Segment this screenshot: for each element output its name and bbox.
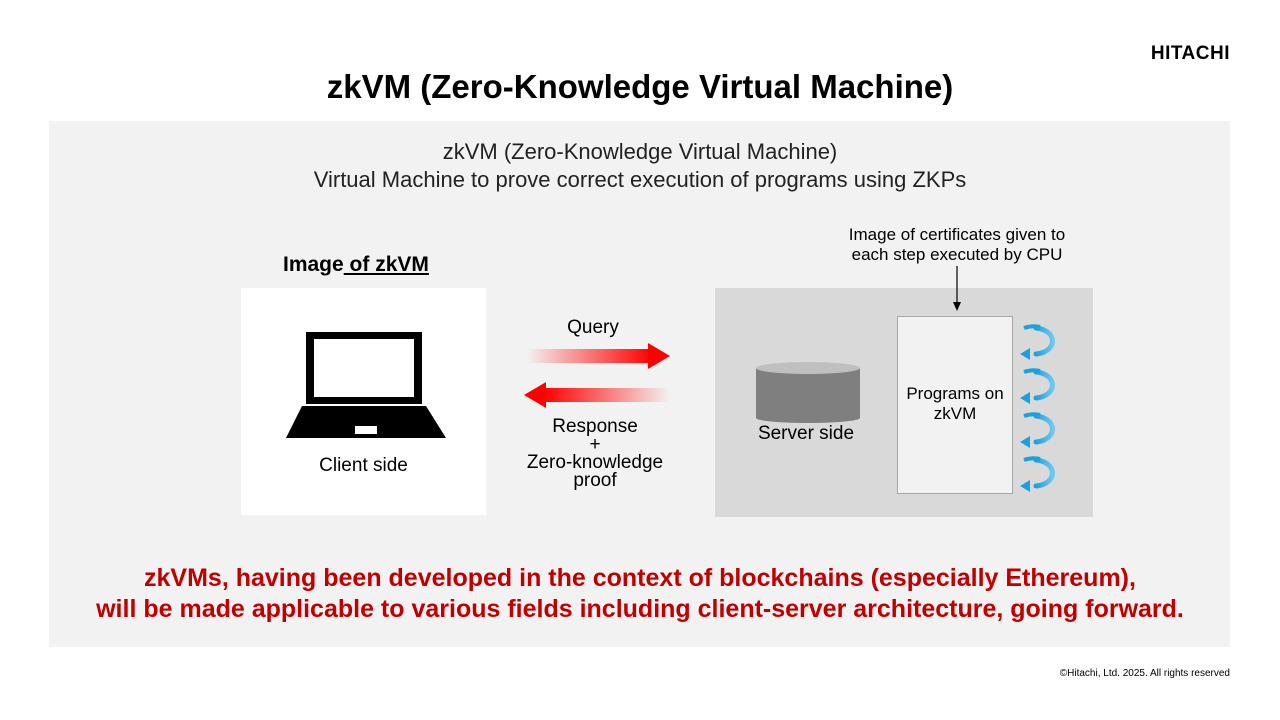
programs-box — [897, 316, 1013, 494]
loop-arrow-tails — [1023, 324, 1041, 462]
loop-arrow-icon — [1033, 325, 1055, 489]
response-line-1: Response — [552, 416, 638, 437]
response-line-4: proof — [573, 470, 617, 491]
programs-line-2: zkVM — [933, 404, 977, 423]
conclusion-line-2: will be made applicable to various field… — [96, 595, 1184, 623]
cert-pointer-arrow — [953, 266, 961, 311]
programs-label: Programs on zkVM — [897, 384, 1013, 424]
database-icon — [756, 362, 860, 423]
programs-line-1: Programs on — [906, 384, 1004, 403]
loop-arrow-heads — [1020, 348, 1030, 492]
cert-note-line-1: Image of certificates given to — [848, 225, 1066, 244]
certificate-note: Image of certificates given to each step… — [817, 225, 1097, 265]
diagram-heading: Image of zkVM — [283, 253, 429, 277]
cert-note-line-2: each step executed by CPU — [851, 245, 1063, 264]
response-arrow — [524, 382, 670, 408]
laptop-icon — [286, 332, 446, 438]
response-line-3: Zero-knowledge — [526, 452, 664, 473]
definition-line-1: zkVM (Zero-Knowledge Virtual Machine) — [442, 139, 838, 164]
conclusion-text: zkVMs, having been developed in the cont… — [0, 563, 1280, 625]
diagram-heading-part-2: of zkVM — [343, 253, 429, 276]
hitachi-logo: HITACHI — [1150, 43, 1230, 64]
response-label: Response + Zero-knowledge proof — [505, 416, 685, 491]
query-label: Query — [567, 317, 619, 338]
copyright-notice: ©Hitachi, Ltd. 2025. All rights reserved — [1059, 668, 1230, 679]
slide-title: zkVM (Zero-Knowledge Virtual Machine) — [326, 68, 954, 105]
client-side-label: Client side — [319, 455, 408, 476]
server-side-label: Server side — [757, 423, 855, 444]
definition-line-2: Virtual Machine to prove correct executi… — [313, 167, 967, 192]
response-line-2: + — [589, 434, 601, 455]
conclusion-line-1: zkVMs, having been developed in the cont… — [144, 564, 1136, 592]
query-arrow — [526, 343, 670, 369]
diagram-heading-part-1: Image — [283, 253, 344, 276]
